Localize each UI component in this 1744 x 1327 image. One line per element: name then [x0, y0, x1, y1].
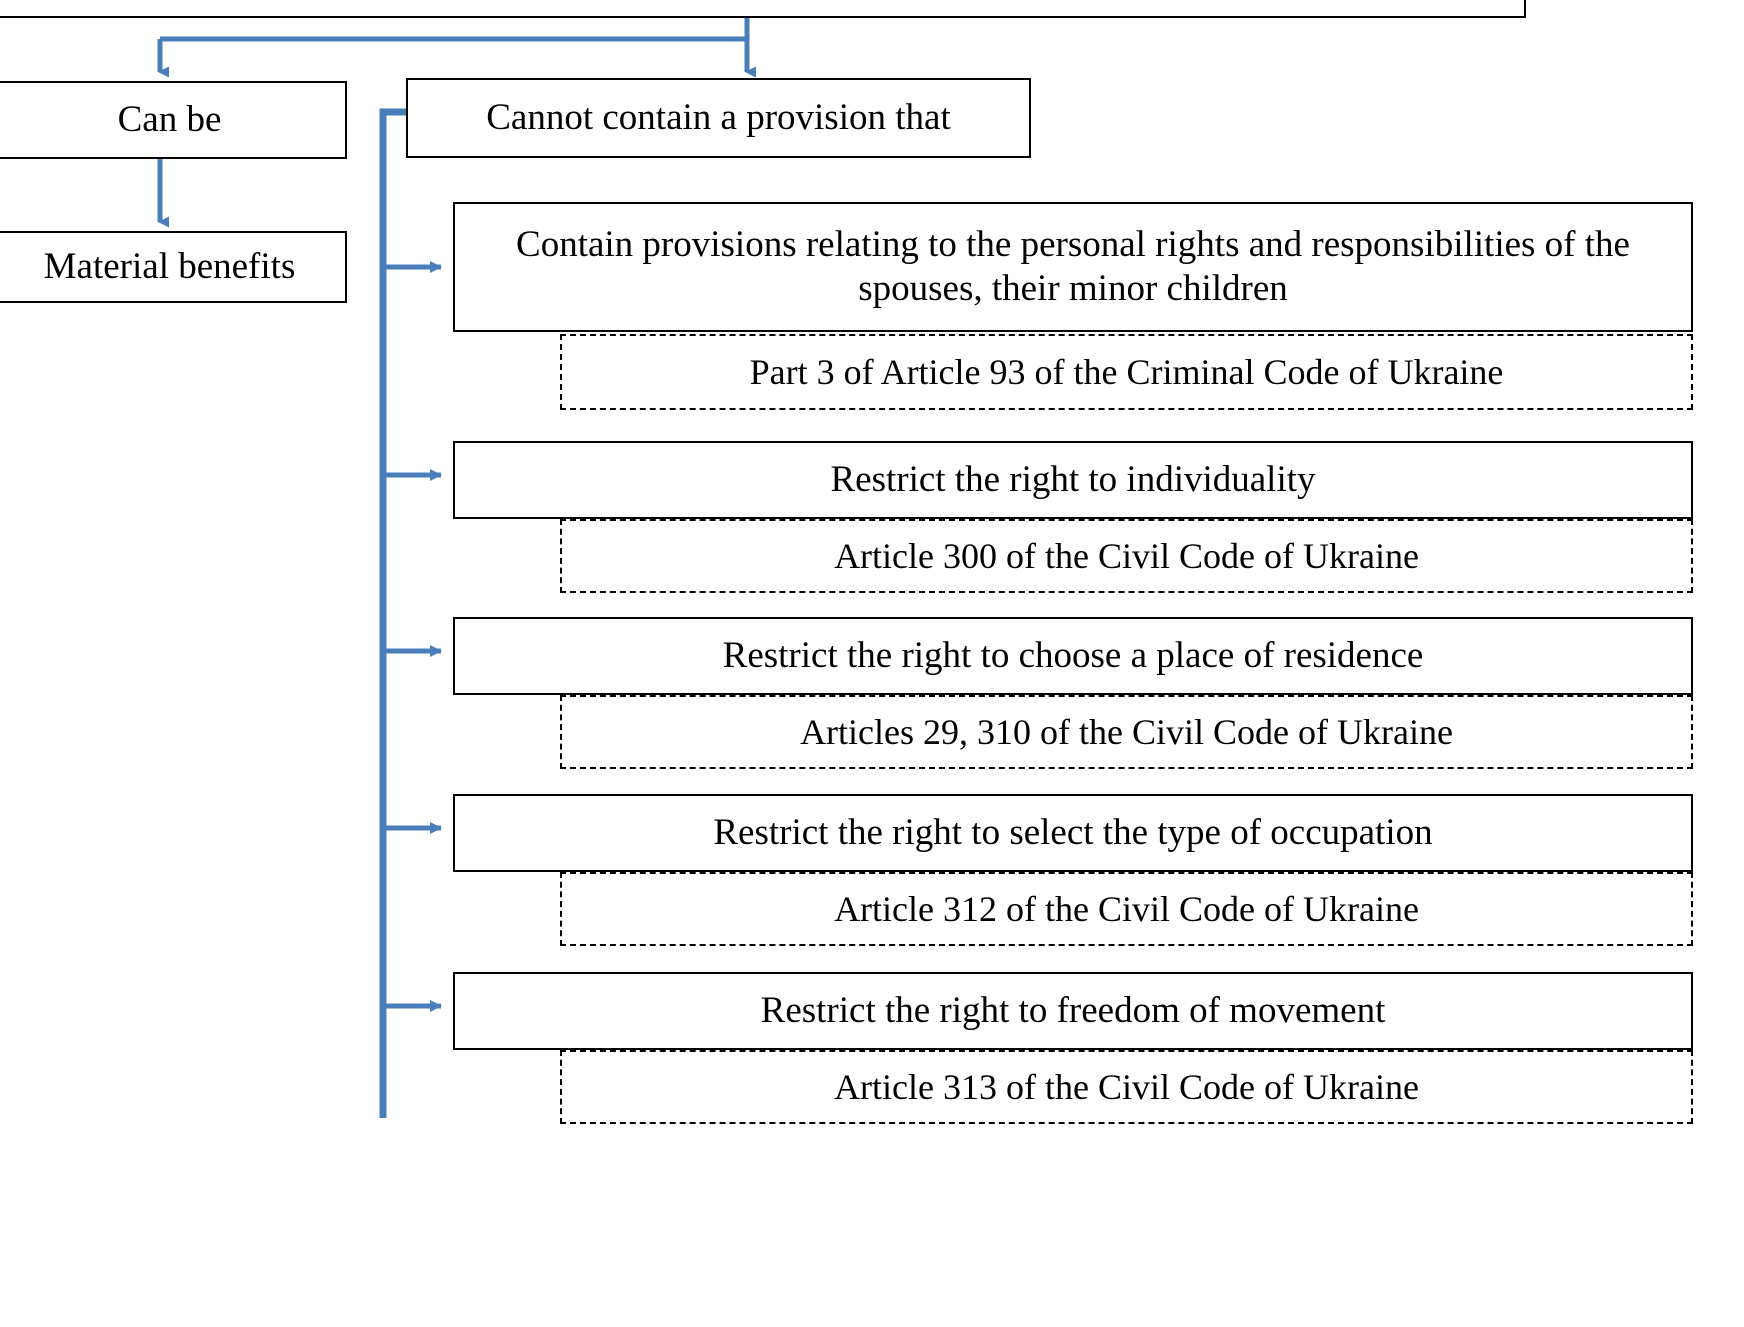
- box-item-1-reference: Article 300 of the Civil Code of Ukraine: [560, 519, 1693, 593]
- box-item-3-label: Restrict the right to select the type of…: [713, 812, 1433, 854]
- connector-parent-to-bus: [157, 18, 756, 78]
- top-parent-box: [0, 0, 1526, 18]
- box-material-benefits: Material benefits: [0, 231, 347, 303]
- box-item-0-label: Contain provisions relating to the perso…: [516, 224, 1630, 309]
- box-item-3-reference-label: Article 312 of the Civil Code of Ukraine: [834, 888, 1419, 929]
- box-item-1-reference-label: Article 300 of the Civil Code of Ukraine: [834, 535, 1419, 576]
- box-cannot-contain-header: Cannot contain a provision that: [406, 78, 1031, 158]
- box-item-0-reference-label: Part 3 of Article 93 of the Criminal Cod…: [749, 351, 1504, 392]
- box-cannot-contain-header-label: Cannot contain a provision that: [486, 97, 951, 139]
- box-item-1: Restrict the right to individuality: [453, 441, 1693, 519]
- box-item-2-reference: Articles 29, 310 of the Civil Code of Uk…: [560, 695, 1693, 769]
- box-item-0: Contain provisions relating to the perso…: [453, 202, 1693, 332]
- box-item-4: Restrict the right to freedom of movemen…: [453, 972, 1693, 1050]
- box-item-4-reference: Article 313 of the Civil Code of Ukraine: [560, 1050, 1693, 1124]
- box-item-4-label: Restrict the right to freedom of movemen…: [760, 990, 1386, 1032]
- box-item-4-reference-label: Article 313 of the Civil Code of Ukraine: [834, 1066, 1419, 1107]
- box-item-1-label: Restrict the right to individuality: [830, 459, 1316, 501]
- box-can-be-label: Can be: [117, 99, 222, 141]
- box-item-2: Restrict the right to choose a place of …: [453, 617, 1693, 695]
- box-material-benefits-label: Material benefits: [43, 246, 296, 288]
- connector-trunk: [379, 108, 442, 1118]
- box-item-2-reference-label: Articles 29, 310 of the Civil Code of Uk…: [800, 711, 1453, 752]
- box-can-be: Can be: [0, 81, 347, 159]
- box-item-2-label: Restrict the right to choose a place of …: [722, 635, 1424, 677]
- box-item-0-reference: Part 3 of Article 93 of the Criminal Cod…: [560, 334, 1693, 410]
- box-item-3-reference: Article 312 of the Civil Code of Ukraine: [560, 872, 1693, 946]
- box-item-3: Restrict the right to select the type of…: [453, 794, 1693, 872]
